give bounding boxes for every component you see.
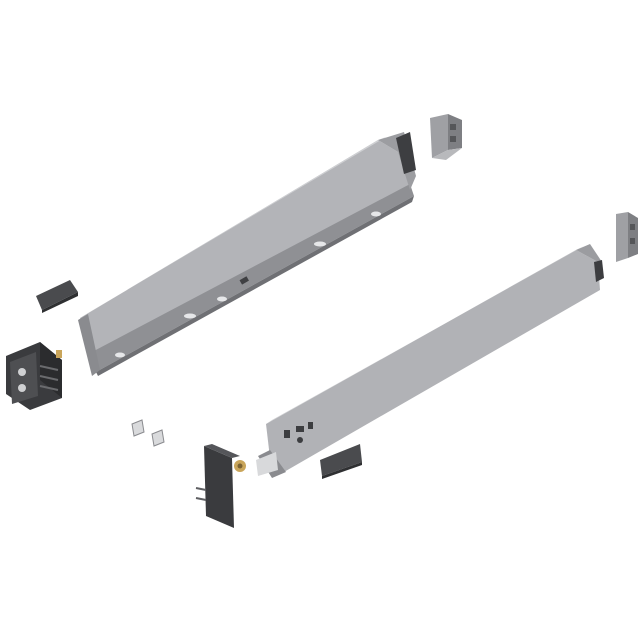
right-panel-hole	[297, 437, 303, 443]
left-rail-hole	[314, 241, 326, 247]
left-panel-lower-rail	[92, 184, 414, 372]
clip-small-a	[131, 419, 145, 437]
left-panel-front-end	[78, 314, 100, 376]
rear-bracket-left	[430, 114, 462, 160]
left-panel-rear-dark	[396, 132, 416, 174]
left-rail-hole	[371, 211, 381, 217]
cover-cap-left	[36, 280, 78, 313]
left-drawer-side-panel	[78, 132, 416, 376]
rear-bracket-right	[616, 212, 638, 262]
right-panel-cutout	[284, 430, 290, 438]
left-rail-hole	[217, 296, 227, 302]
left-panel-bottom-flange	[96, 196, 414, 376]
left-rail-hole	[115, 352, 125, 358]
front-fixing-plate	[195, 444, 246, 528]
bracket-screw-hole	[18, 368, 26, 376]
left-panel-latch	[239, 276, 249, 285]
front-fixing-bracket	[6, 342, 62, 410]
right-panel-rear-dark	[594, 260, 604, 282]
bracket-screw-hole	[18, 384, 26, 392]
left-rail-hole	[184, 313, 196, 319]
clip-small-b	[151, 429, 165, 447]
right-panel-end	[576, 244, 602, 262]
right-panel-face	[266, 250, 600, 472]
right-panel-cutout	[296, 426, 304, 432]
right-drawer-side-panel	[256, 244, 604, 478]
right-panel-cutout	[308, 422, 313, 429]
left-panel-face	[80, 140, 410, 368]
cover-cap-right	[320, 444, 362, 479]
